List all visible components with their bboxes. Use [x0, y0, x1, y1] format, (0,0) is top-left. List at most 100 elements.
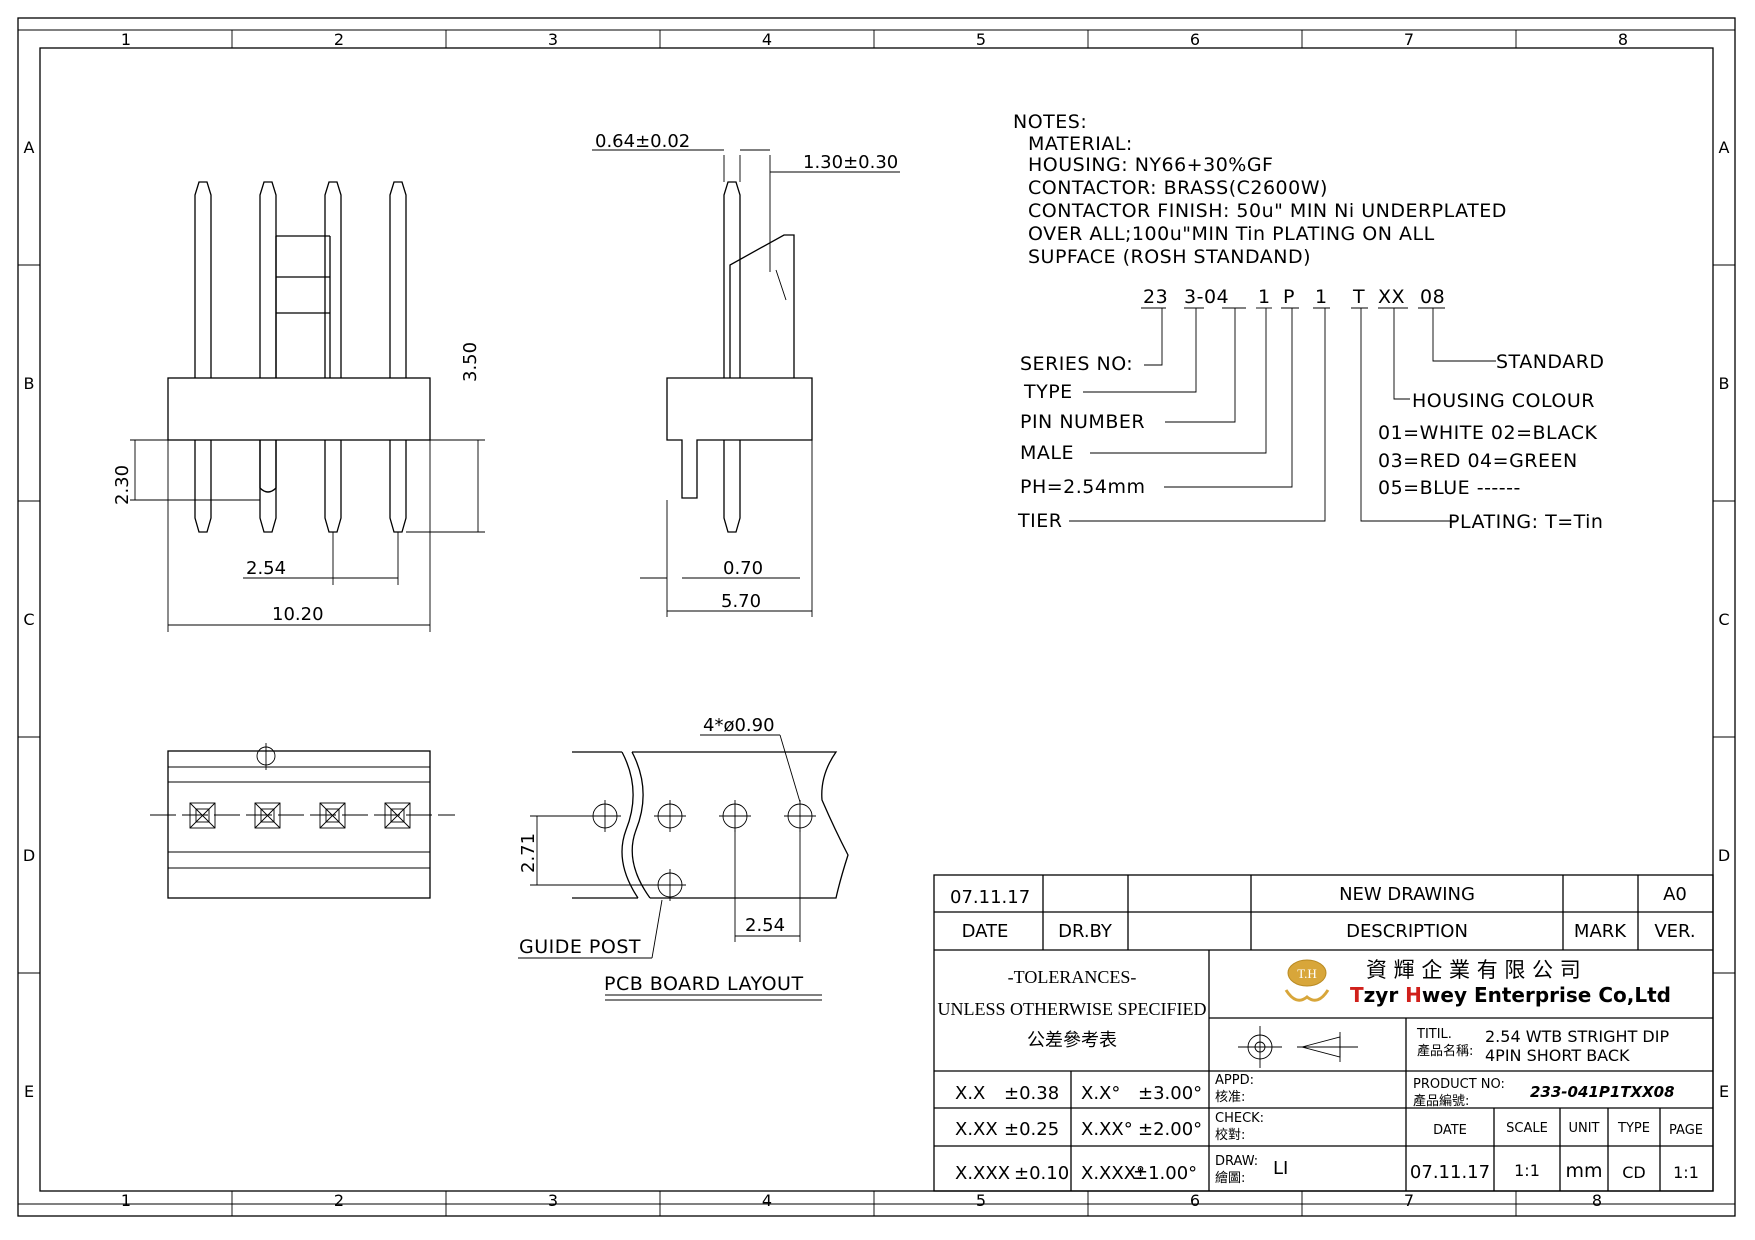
code-label: HOUSING COLOUR [1412, 390, 1595, 412]
code-segment: T [1352, 286, 1365, 308]
dim-latch: 1.30±0.30 [803, 152, 898, 173]
row-label: E [24, 1082, 34, 1101]
code-segment: P [1283, 286, 1295, 308]
code-label: TIER [1017, 510, 1062, 532]
tolerance-chinese: 公差參考表 [1027, 1030, 1117, 1051]
tolerance-angle: X.XXX° [1081, 1163, 1145, 1184]
company-english-name: Tzyr Hwey Enterprise Co,Ltd [1350, 983, 1671, 1007]
code-label: STANDARD [1496, 351, 1605, 373]
column-label: 4 [762, 1191, 772, 1210]
revision-description: NEW DRAWING [1339, 884, 1475, 905]
titil-chinese: 產品名稱: [1417, 1043, 1473, 1059]
notes-line: CONTACTOR FINISH: 50u" MIN Ni UNDERPLATE… [1028, 200, 1507, 222]
code-label: SERIES NO: [1020, 353, 1133, 375]
tolerance-linear: X.XXX [955, 1163, 1010, 1184]
pcb-layout: 4*ø0.90 2.71 2.54 GUIDE POST PCB BOARD L… [518, 715, 849, 1001]
dim-depth: 5.70 [721, 591, 761, 612]
code-label: TYPE [1023, 381, 1073, 403]
val-type: CD [1622, 1163, 1646, 1182]
col-date: DATE [1433, 1123, 1467, 1138]
code-segment: 1 [1315, 286, 1328, 308]
column-label: 7 [1404, 1191, 1414, 1210]
title-block: 07.11.17 NEW DRAWING A0 DATE DR.BY DESCR… [933, 874, 1714, 1192]
product-no: 233-041P1TXX08 [1530, 1083, 1675, 1101]
column-label: 3 [548, 1191, 558, 1210]
side-view: 0.64±0.02 1.30±0.30 0.70 5.70 [592, 131, 900, 617]
column-label: 1 [121, 1191, 131, 1210]
notes-line: OVER ALL;100u"MIN Tin PLATING ON ALL [1028, 223, 1435, 245]
company-logo-text: T.H [1297, 966, 1317, 981]
code-label: MALE [1020, 442, 1074, 464]
column-label: 3 [548, 30, 558, 49]
code-segment: 08 [1420, 286, 1445, 308]
tolerance-angle-value: ±1.00° [1133, 1163, 1197, 1184]
tolerance-linear-value: ±0.10 [1014, 1163, 1069, 1184]
tolerance-linear-value: ±0.25 [1004, 1119, 1059, 1140]
bottom-view [150, 743, 455, 899]
column-label: 5 [976, 1191, 986, 1210]
column-label: 2 [334, 1191, 344, 1210]
code-label: 01=WHITE 02=BLACK [1378, 422, 1598, 444]
column-label: 5 [976, 30, 986, 49]
code-segment: XX [1378, 286, 1405, 308]
col-scale: SCALE [1506, 1121, 1548, 1136]
pcb-layout-title: PCB BOARD LAYOUT [604, 973, 804, 995]
column-label: 2 [334, 30, 344, 49]
check-label: CHECK: [1215, 1111, 1264, 1126]
row-label: D [23, 846, 35, 865]
dim-pin-width: 0.64±0.02 [595, 131, 690, 152]
drawing-title-line-2: 4PIN SHORT BACK [1485, 1046, 1630, 1065]
val-page: 1:1 [1673, 1163, 1699, 1182]
pcb-pitch: 2.54 [745, 915, 785, 936]
code-label: 03=RED 04=GREEN [1378, 450, 1578, 472]
tolerance-angle: X.XX° [1081, 1119, 1133, 1140]
code-label: PH=2.54mm [1020, 476, 1146, 498]
row-label: A [24, 138, 35, 157]
dim-pitch: 2.54 [246, 558, 286, 579]
product-no-chinese: 產品編號: [1413, 1093, 1469, 1109]
header-date: DATE [962, 921, 1009, 942]
code-segment: 23 [1143, 286, 1168, 308]
row-label: B [24, 374, 35, 393]
tolerance-title: -TOLERANCES- [1008, 967, 1137, 987]
tolerance-linear-value: ±0.38 [1004, 1083, 1059, 1104]
header-mark: MARK [1574, 921, 1627, 942]
guide-post-label: GUIDE POST [519, 936, 641, 958]
tolerance-angle-value: ±3.00° [1138, 1083, 1202, 1104]
dim-pin-offset: 0.70 [723, 558, 763, 579]
column-label: 8 [1592, 1191, 1602, 1210]
notes-line: SUPFACE (ROSH STANDAND) [1028, 246, 1311, 268]
company-chinese-name: 資 輝 企 業 有 限 公 司 [1366, 958, 1581, 982]
row-label: E [1719, 1082, 1729, 1101]
pcb-hole-spec: 4*ø0.90 [703, 715, 775, 736]
column-label: 7 [1404, 30, 1414, 49]
code-segment: 1 [1258, 286, 1271, 308]
row-label: D [1718, 846, 1730, 865]
code-segment: 3-04 [1184, 286, 1229, 308]
drawing-title-line-1: 2.54 WTB STRIGHT DIP [1485, 1027, 1669, 1046]
code-label: PLATING: T=Tin [1448, 511, 1603, 533]
product-no-label: PRODUCT NO: [1413, 1077, 1505, 1092]
draw-label: DRAW: [1215, 1154, 1258, 1169]
column-label: 6 [1190, 1191, 1200, 1210]
header-description: DESCRIPTION [1346, 921, 1468, 942]
column-label: 1 [121, 30, 131, 49]
notes-block: NOTES: MATERIAL: HOUSING: NY66+30%GF CON… [1013, 111, 1507, 268]
tolerance-linear: X.XX [955, 1119, 998, 1140]
column-label: 6 [1190, 30, 1200, 49]
revision-date: 07.11.17 [950, 887, 1030, 908]
part-code-breakdown: 23 3-04 1 P 1 T XX 08 [1017, 286, 1605, 533]
header-drawn-by: DR.BY [1058, 921, 1113, 942]
dim-height-bottom: 2.30 [112, 465, 133, 505]
col-page: PAGE [1669, 1123, 1703, 1138]
row-label: A [1719, 138, 1730, 157]
row-label: C [23, 610, 34, 629]
notes-line: CONTACTOR: BRASS(C2600W) [1028, 177, 1328, 199]
drawer-name: LI [1273, 1158, 1288, 1179]
notes-line: MATERIAL: [1028, 133, 1133, 155]
titil-label: TITIL. [1416, 1027, 1452, 1042]
tolerance-subtitle: UNLESS OTHERWISE SPECIFIED [937, 999, 1206, 1019]
val-date: 07.11.17 [1410, 1162, 1490, 1183]
tolerance-angle-value: ±2.00° [1138, 1119, 1202, 1140]
col-unit: UNIT [1568, 1121, 1599, 1136]
